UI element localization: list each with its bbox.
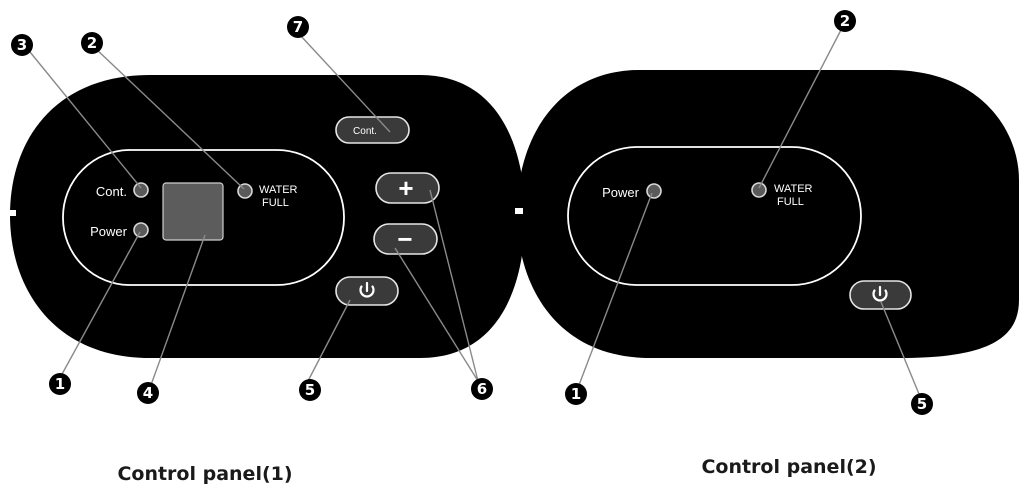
panel-1-edge-mark (8, 210, 16, 216)
panel-2-leader-lines (578, 27, 920, 395)
digital-display (162, 182, 224, 241)
control-panel-2: Power WATER FULL 2 1 5 C (515, 10, 1019, 478)
callout-7: 7 (287, 16, 309, 38)
svg-text:5: 5 (917, 395, 927, 413)
control-panel-1: Cont. Power WATER FULL Cont. + − (8, 16, 525, 485)
power-led-indicator (133, 222, 149, 238)
minus-button[interactable]: − (373, 223, 438, 255)
panel-2-water-full-label-line2: FULL (777, 196, 804, 208)
cont-button-label: Cont. (353, 126, 377, 137)
water-full-label-line1: WATER (259, 184, 298, 196)
panel-2-callout-5: 5 (911, 393, 933, 415)
panel-2-power-led-indicator (646, 183, 662, 199)
power-led-label: Power (90, 224, 128, 239)
callout-6: 6 (471, 378, 493, 400)
panel-2-callout-2: 2 (834, 10, 856, 32)
plus-button[interactable]: + (375, 172, 440, 204)
callout-2: 2 (81, 32, 103, 54)
cont-led-label: Cont. (96, 184, 127, 199)
svg-text:1: 1 (571, 385, 581, 403)
callout-5: 5 (299, 379, 321, 401)
svg-text:4: 4 (143, 384, 153, 402)
svg-text:1: 1 (55, 375, 65, 393)
plus-icon: + (398, 173, 413, 203)
panel-1-caption: Control panel(1) (117, 463, 292, 485)
cont-button[interactable]: Cont. (335, 116, 410, 144)
minus-button-body[interactable] (373, 223, 438, 255)
svg-text:7: 7 (293, 18, 303, 36)
panel-1-body (10, 75, 525, 358)
panel-2-inner-outline (567, 146, 862, 286)
panel-2-water-full-led-indicator (751, 182, 767, 198)
svg-text:3: 3 (17, 36, 27, 54)
panel-2-caption: Control panel(2) (701, 456, 876, 478)
svg-text:5: 5 (305, 381, 315, 399)
panel-2-power-icon (872, 285, 888, 302)
plus-button-body[interactable] (375, 172, 440, 204)
panel-2-power-button[interactable] (849, 280, 912, 310)
panel-2-edge-mark (515, 208, 523, 214)
panel-1-leader-lines (29, 34, 479, 386)
cont-led-indicator (133, 182, 149, 198)
panel-2-water-full-label-line1: WATER (774, 183, 813, 195)
panel-2-power-led-label: Power (602, 185, 640, 200)
callout-3: 3 (11, 34, 33, 56)
minus-icon: − (397, 224, 412, 254)
panel-2-body (517, 70, 1019, 358)
callout-1: 1 (49, 373, 71, 395)
power-button[interactable] (335, 276, 399, 306)
panel-2-callout-1: 1 (565, 383, 587, 405)
power-icon (359, 281, 375, 298)
callout-4: 4 (137, 382, 159, 404)
cont-button-body[interactable] (335, 116, 410, 144)
svg-text:2: 2 (87, 34, 97, 52)
svg-text:6: 6 (477, 380, 487, 398)
water-full-label-line2: FULL (262, 197, 289, 209)
svg-text:2: 2 (840, 12, 850, 30)
